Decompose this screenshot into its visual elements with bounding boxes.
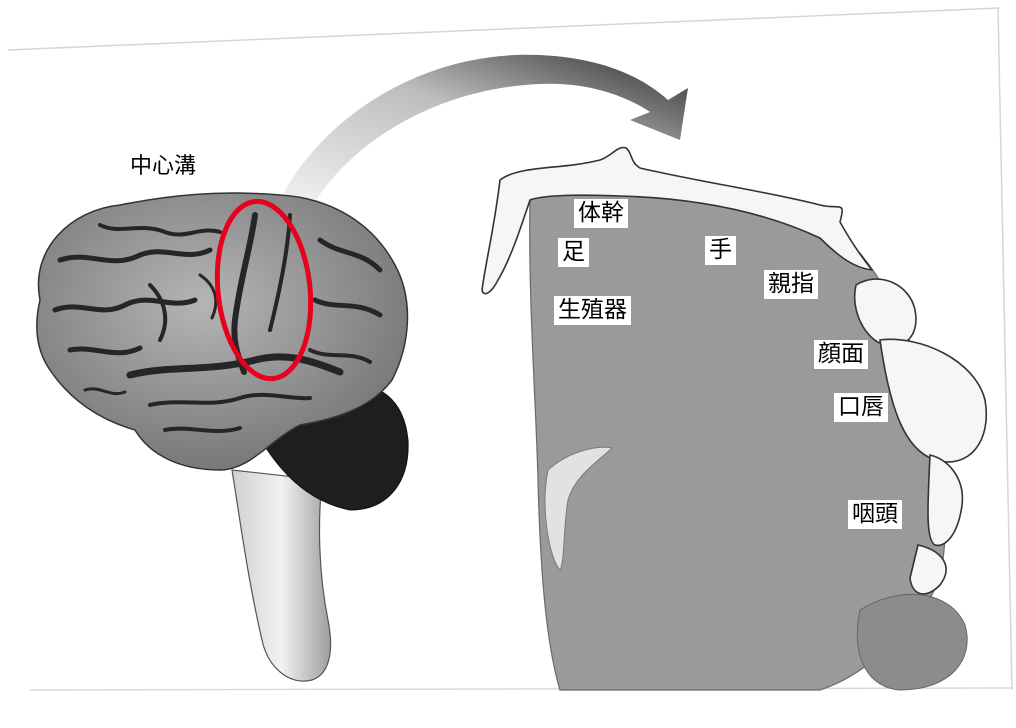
label-genitals: 生殖器 [554, 296, 631, 325]
label-foot: 足 [558, 238, 589, 267]
label-hand: 手 [705, 236, 736, 265]
label-trunk: 体幹 [574, 199, 628, 228]
label-thumb: 親指 [764, 270, 818, 299]
label-pharynx: 咽頭 [848, 500, 902, 529]
label-face: 顔面 [814, 340, 868, 369]
brain-lateral-view [37, 193, 408, 681]
label-lips: 口唇 [834, 393, 888, 422]
central-sulcus-label: 中心溝 [130, 156, 196, 178]
cortex-section [482, 147, 986, 690]
temporal-lobe [857, 594, 967, 690]
brainstem [232, 470, 331, 681]
